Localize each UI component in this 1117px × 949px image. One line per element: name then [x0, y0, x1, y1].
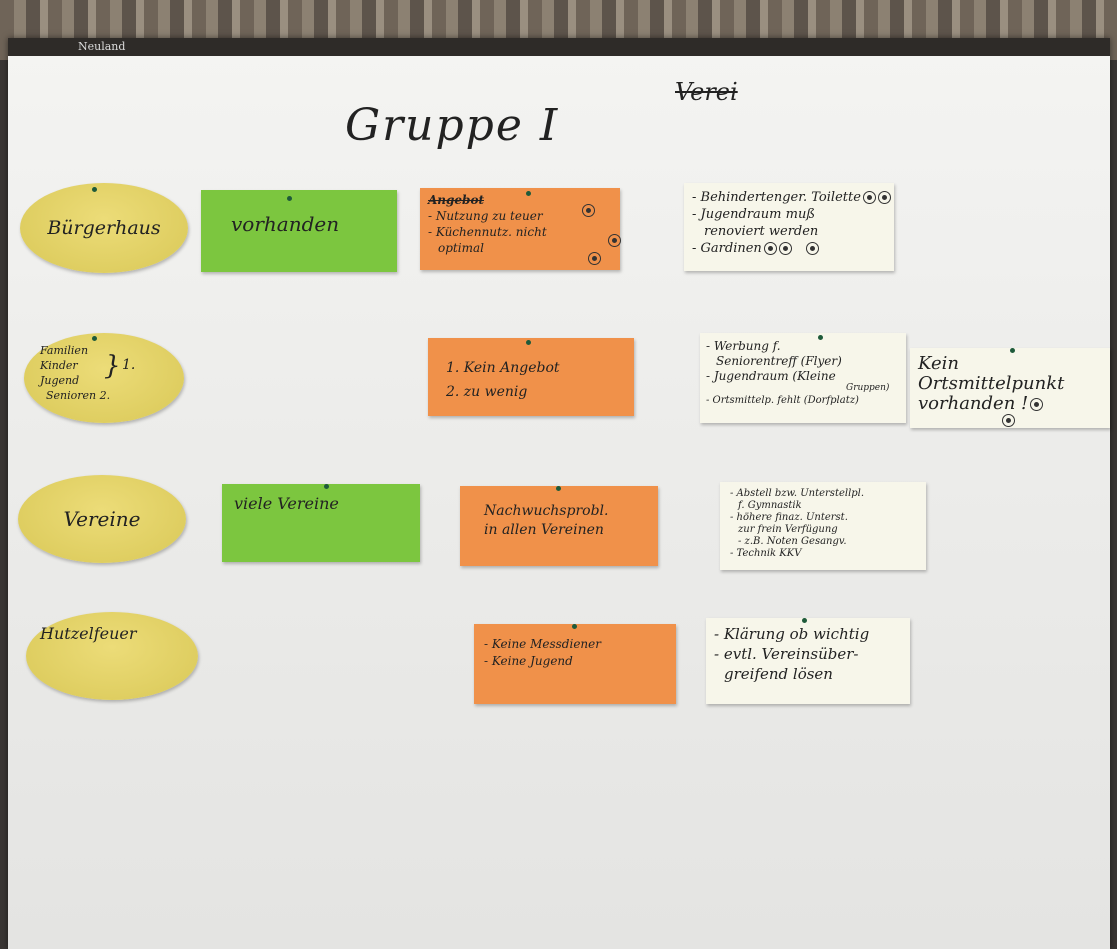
note-line: - höhere finaz. Unterst.	[730, 512, 848, 523]
bracket-glyph: }	[104, 351, 121, 381]
note-line: - Technik KKV	[730, 548, 802, 559]
note-text: - Behindertenger. Toilette	[692, 190, 861, 205]
status-card-green: viele Vereine	[222, 484, 420, 562]
note-line: - Jugendraum muß	[692, 207, 815, 222]
category-label-line: Familien	[40, 344, 89, 357]
note-card: - Abstell bzw. Unterstellpl. f. Gymnasti…	[720, 482, 926, 570]
voting-dot-icon	[608, 234, 621, 247]
problem-card-orange: Angebot - Nutzung zu teuer - Küchennutz.…	[420, 188, 621, 270]
card-text: viele Vereine	[234, 494, 339, 513]
category-label: Bürgerhaus	[47, 217, 161, 239]
note-card: - Behindertenger. Toilette - Jugendraum …	[684, 183, 894, 271]
pin-icon	[92, 336, 97, 341]
note-card: - Klärung ob wichtig - evtl. Vereinsüber…	[706, 618, 910, 704]
voting-dot-icon	[862, 191, 876, 204]
pin-icon	[324, 484, 329, 489]
note-line: Gruppen)	[846, 383, 890, 393]
note-line: - Gardinen	[692, 240, 891, 257]
note-text: - Gardinen	[692, 241, 762, 256]
note-text: vorhanden !	[918, 393, 1029, 414]
card-line: in allen Vereinen	[484, 522, 604, 538]
card-line: - Nutzung zu teuer	[428, 209, 543, 223]
category-ellipse-zielgruppen: Familien Kinder Jugend Senioren 2. } 1.	[24, 333, 184, 423]
problem-card-orange: Nachwuchsprobl. in allen Vereinen	[460, 486, 658, 566]
note-line: - Abstell bzw. Unterstellpl.	[730, 488, 865, 499]
note-card: - Werbung f. Seniorentreff (Flyer) - Jug…	[700, 333, 906, 423]
note-line: renoviert werden	[704, 224, 819, 239]
note-line: - z.B. Noten Gesangv.	[738, 536, 847, 547]
card-text: vorhanden	[231, 212, 340, 236]
pin-icon	[556, 486, 561, 491]
note-line: greifend lösen	[724, 665, 833, 683]
voting-dot-icon	[582, 204, 595, 217]
card-line: 2. zu wenig	[446, 384, 528, 400]
note-line: - Werbung f.	[706, 339, 781, 353]
voting-dot-icon	[778, 242, 792, 255]
category-ellipse-hutzelfeuer: Hutzelfeuer	[26, 612, 198, 700]
problem-card-orange: 1. Kein Angebot 2. zu wenig	[428, 338, 634, 416]
note-line: - evtl. Vereinsüber-	[714, 645, 859, 663]
note-line: - Jugendraum (Kleine	[706, 369, 836, 383]
note-line: Ortsmittelpunkt	[918, 373, 1065, 394]
category-label: Vereine	[63, 507, 141, 531]
category-ellipse-vereine: Vereine	[18, 475, 186, 563]
category-label-line: Jugend	[40, 374, 80, 387]
board-rail: Neuland	[8, 38, 1110, 56]
voting-dot-icon	[763, 242, 777, 255]
card-line: - Keine Jugend	[484, 654, 573, 668]
note-line: - Klärung ob wichtig	[714, 625, 870, 643]
note-line: vorhanden !	[918, 394, 1064, 414]
status-card-green: vorhanden	[201, 190, 397, 272]
note-line: f. Gymnastik	[738, 500, 802, 511]
pin-icon	[802, 618, 807, 623]
voting-dot-icon	[877, 191, 891, 204]
category-ellipse-buergerhaus: Bürgerhaus	[20, 183, 188, 273]
note-line: - Ortsmittelp. fehlt (Dorfplatz)	[706, 395, 859, 406]
pin-icon	[572, 624, 577, 629]
category-label: Hutzelfeuer	[40, 624, 137, 643]
voting-dot-icon	[805, 242, 819, 255]
card-line: - Küchennutz. nicht	[428, 225, 547, 239]
card-line: 1. Kein Angebot	[446, 360, 560, 376]
problem-card-orange: - Keine Messdiener - Keine Jugend	[474, 624, 676, 704]
brand-label: Neuland	[78, 40, 126, 53]
pin-icon	[287, 196, 292, 201]
card-line: - Keine Messdiener	[484, 637, 601, 651]
card-line: optimal	[438, 241, 484, 255]
category-label-line: Kinder	[40, 359, 78, 372]
pin-icon	[526, 191, 531, 196]
voting-dot-icon	[588, 252, 601, 265]
pin-icon	[526, 340, 531, 345]
card-line-strike: Angebot	[428, 193, 484, 207]
voting-dot-icon	[1002, 414, 1015, 427]
note-line: zur frein Verfügung	[738, 524, 838, 535]
category-label-line: Senioren 2.	[46, 389, 111, 402]
board-title: Gruppe I	[345, 100, 560, 151]
note-card-ortsmittelpunkt: Kein Ortsmittelpunkt vorhanden !	[910, 348, 1110, 428]
pin-icon	[92, 187, 97, 192]
pin-icon	[818, 335, 823, 340]
board-title-strikethrough: Verei	[675, 78, 738, 106]
voting-dot-icon	[1030, 397, 1044, 411]
note-line: Kein	[918, 353, 959, 374]
bracket-number: 1.	[122, 357, 136, 373]
note-line: Seniorentreff (Flyer)	[716, 354, 842, 368]
pin-icon	[1010, 348, 1015, 353]
card-line: Nachwuchsprobl.	[484, 503, 609, 519]
note-line: - Behindertenger. Toilette	[692, 189, 891, 206]
